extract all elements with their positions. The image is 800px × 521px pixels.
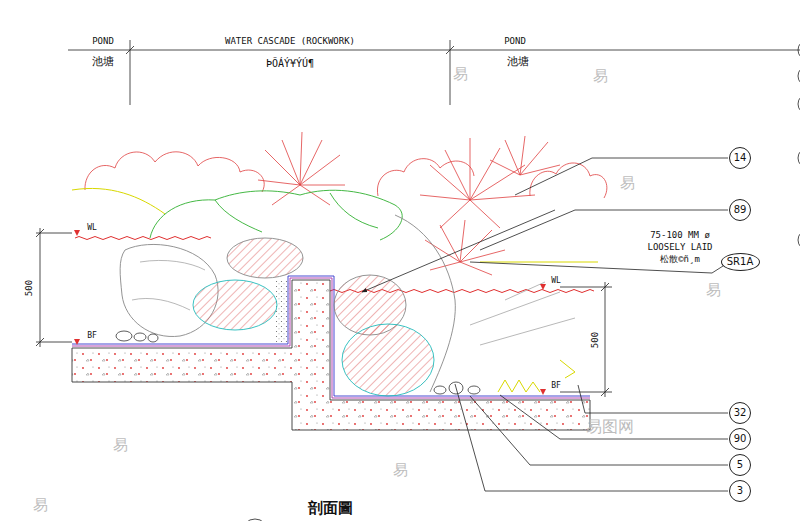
callout-text: 3 [737, 486, 743, 496]
watermark: 易图网 [586, 418, 634, 436]
callout-text: SR1A [727, 257, 754, 267]
dimension-line [68, 40, 800, 105]
waterproof-membrane [72, 276, 590, 398]
leader-line [362, 158, 728, 491]
level-marker [74, 230, 546, 395]
callout-text: 5 [737, 460, 743, 470]
zone-label: POND [503, 37, 527, 47]
zone-label: 池塘 [91, 56, 115, 68]
dimension-text: 500 [25, 279, 35, 297]
water-line [75, 237, 594, 293]
watermark: 易 [453, 66, 468, 83]
callout-number: 3 [729, 480, 751, 502]
zone-label: ÞÕÁÝ¥ÝÚ¶ [265, 58, 315, 69]
callout-number: 90 [729, 428, 751, 450]
dimension-line [36, 228, 612, 397]
watermark: 易 [33, 497, 48, 514]
watermark: 易 [620, 175, 635, 192]
zone-label: POND [91, 37, 115, 47]
level-label: BF [550, 382, 562, 391]
callout-text: 32 [734, 408, 747, 418]
watermark: 易 [393, 462, 408, 479]
watermark: 易 [113, 437, 128, 454]
watermark: 易 [593, 68, 608, 85]
callout-number: 89 [729, 199, 751, 221]
zone-label: WATER CASCADE (ROCKWORK) [224, 37, 356, 47]
level-label: BF [86, 332, 98, 341]
level-label: WL [550, 277, 562, 286]
shrub-outline [85, 132, 607, 275]
callout-text: 90 [734, 434, 747, 444]
callout-number: 32 [729, 402, 751, 424]
gravel-fill [276, 280, 290, 342]
material-note: 75-100 MM ø [649, 231, 711, 241]
level-label: WL [86, 224, 98, 233]
callout-number: SR1A [721, 253, 760, 271]
zone-label: 池塘 [506, 56, 530, 68]
rock-outline [150, 190, 402, 240]
caption: 剖面圖 [308, 499, 353, 518]
callout-number: 14 [729, 147, 751, 169]
callout-text: 14 [734, 153, 747, 163]
pebble [116, 331, 480, 394]
callout-number: 5 [729, 454, 751, 476]
dimension-text: 500 [591, 331, 601, 349]
material-note: 松散©ñ¸m [659, 255, 701, 265]
watermark: 易 [706, 282, 721, 299]
material-note: LOOSELY LAID [646, 243, 713, 253]
concrete-slab [72, 280, 590, 430]
callout-text: 89 [734, 205, 747, 215]
rock [120, 215, 575, 396]
